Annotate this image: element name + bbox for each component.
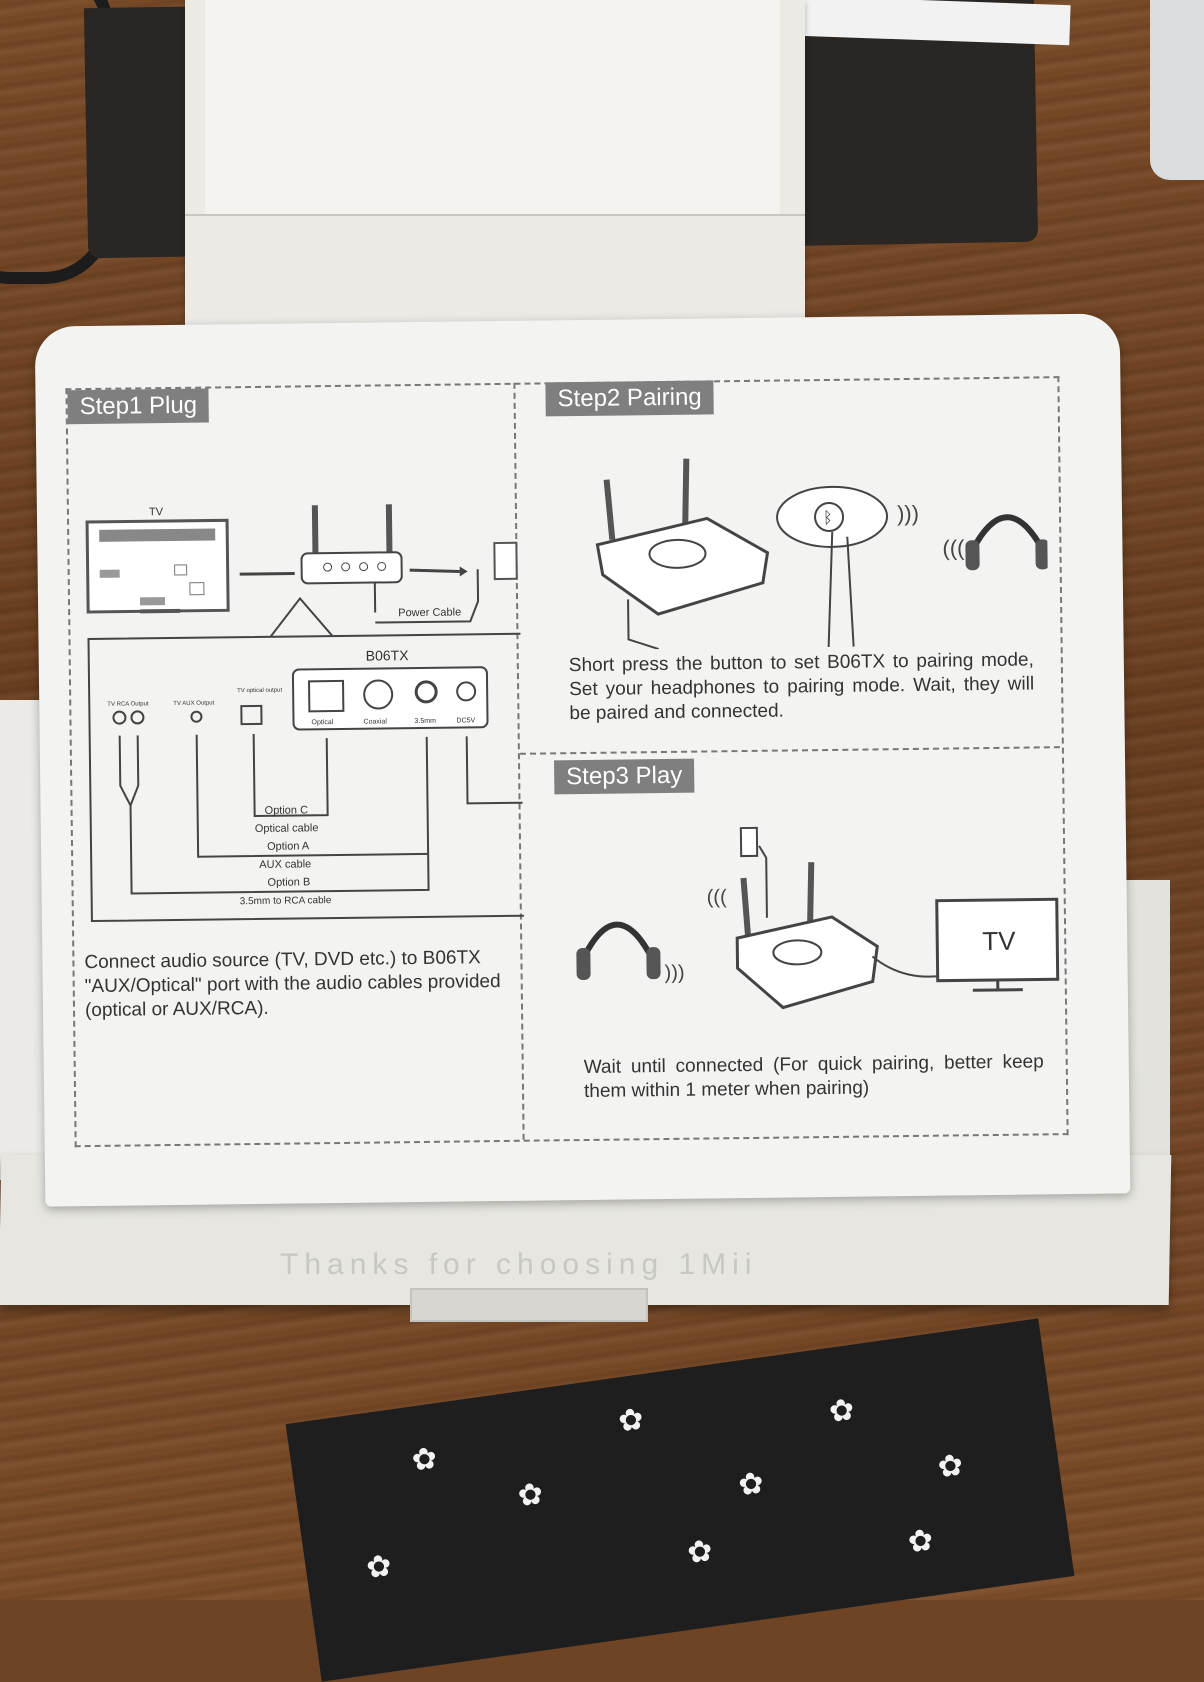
box-pull-tab xyxy=(410,1288,648,1322)
aux-port-label: 3.5mm xyxy=(414,718,436,725)
tv-optical-output-label: TV optical output xyxy=(237,688,282,695)
rca-cable-label: 3.5mm to RCA cable xyxy=(240,895,332,907)
bottle xyxy=(1150,0,1204,180)
flower-icon: ✿ xyxy=(686,1536,715,1569)
flower-icon: ✿ xyxy=(365,1551,394,1584)
tv-label: TV xyxy=(982,926,1016,956)
device-model-label: B06TX xyxy=(366,647,410,664)
tv-label: TV xyxy=(149,506,164,518)
box-lid-crease xyxy=(185,214,805,216)
bluetooth-icon: ᛒ xyxy=(823,510,833,527)
tv-rca-output-label: TV RCA Output xyxy=(107,701,149,708)
step2-diagram: ᛒ ))) ((( xyxy=(566,444,1048,650)
flower-icon: ✿ xyxy=(410,1444,439,1477)
flower-icon: ✿ xyxy=(737,1468,766,1501)
option-b-label: Option B xyxy=(267,876,310,889)
coaxial-port-label: Coaxial xyxy=(363,718,387,725)
step3-tag: Step3 Play xyxy=(554,759,694,795)
flower-icon: ✿ xyxy=(827,1395,856,1428)
b06tx-device-icon xyxy=(597,518,768,615)
step1-diagram: TV Power Cable B06TX xyxy=(69,481,524,926)
optical-port-label: Optical xyxy=(311,719,333,726)
signal-waves-icon: ))) xyxy=(664,962,684,984)
step1-tag: Step1 Plug xyxy=(67,389,209,425)
flower-icon: ✿ xyxy=(617,1404,646,1437)
b06tx-device-illustration xyxy=(301,504,402,613)
optical-cable-label: Optical cable xyxy=(255,822,319,835)
step3-instruction: Wait until connected (For quick pairing,… xyxy=(584,1050,1045,1104)
step3-diagram: ))) ((( TV xyxy=(571,814,1064,1040)
flower-icon: ✿ xyxy=(936,1450,965,1483)
step2-instruction: Short press the button to set B06TX to p… xyxy=(569,648,1035,726)
tv-aux-output-label: TV AUX Output xyxy=(173,700,214,707)
step1-instruction: Connect audio source (TV, DVD etc.) to B… xyxy=(84,946,525,1023)
power-cable-label: Power Cable xyxy=(398,606,461,619)
signal-waves-icon: ))) xyxy=(897,501,919,526)
dc-port-label: DC5V xyxy=(456,717,475,724)
headphones-icon xyxy=(965,517,1049,571)
flower-icon: ✿ xyxy=(516,1479,545,1512)
signal-waves-icon: ((( xyxy=(707,886,728,908)
headphones-icon xyxy=(576,924,661,980)
flower-icon: ✿ xyxy=(906,1525,935,1558)
box-embossed-text: Thanks for choosing 1Mii xyxy=(280,1248,880,1288)
option-c-label: Option C xyxy=(265,804,309,817)
option-a-label: Option A xyxy=(267,840,310,853)
box-lid-inner xyxy=(205,0,780,215)
tv-illustration: TV xyxy=(87,505,228,612)
wall-outlet-icon xyxy=(494,543,516,579)
instruction-card: Step1 Plug TV Power Cable xyxy=(35,313,1131,1206)
step2-tag: Step2 Pairing xyxy=(545,380,713,416)
signal-waves-icon: ((( xyxy=(942,535,965,560)
aux-cable-label: AUX cable xyxy=(259,858,311,871)
wall-outlet-icon xyxy=(741,828,757,856)
